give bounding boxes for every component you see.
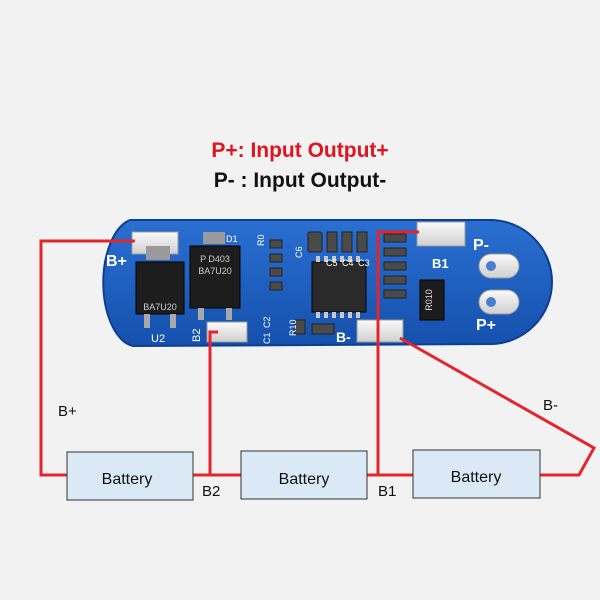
mosfet-right-label: BA7U20 <box>198 266 232 276</box>
shunt-resistor: R010 <box>419 279 445 321</box>
shunt-resistor-label: R010 <box>424 289 434 311</box>
silk-r10: R10 <box>288 319 298 336</box>
wire-b-minus <box>399 336 597 477</box>
silk-b-minus: B- <box>336 329 351 345</box>
label-b2: B2 <box>202 483 220 500</box>
silk-c2: C2 <box>262 316 272 328</box>
label-b1: B1 <box>378 483 396 500</box>
silk-p-minus: P- <box>473 237 489 254</box>
b2-pad <box>206 321 248 343</box>
p-plus-hole-icon <box>486 297 496 307</box>
battery-2-label: Battery <box>279 471 330 488</box>
battery-3-label: Battery <box>451 469 502 486</box>
b1-pad <box>416 221 466 247</box>
battery-1-label: Battery <box>102 471 153 488</box>
silk-c6: C6 <box>294 246 304 258</box>
silk-p-plus: P+ <box>476 317 496 334</box>
smd-components <box>269 231 407 335</box>
silk-b-plus: B+ <box>106 253 127 270</box>
label-b-minus: B- <box>543 397 558 414</box>
label-b-plus: B+ <box>58 403 77 420</box>
p-plus-oval-pad <box>478 289 520 315</box>
mosfet-left: BA7U20 <box>135 246 185 328</box>
silk-b2: B2 <box>191 329 203 342</box>
silk-c4: C4 <box>342 258 354 268</box>
p-minus-hole-icon <box>486 261 496 271</box>
wire-b2 <box>192 330 241 477</box>
silk-c1: C1 <box>262 332 272 344</box>
wire-b1 <box>364 230 419 477</box>
mosfet-right: P D403 BA7U20 <box>189 232 241 320</box>
mosfet-left-label: BA7U20 <box>143 302 177 312</box>
battery-2: Battery <box>240 450 368 500</box>
protection-ic <box>311 256 367 318</box>
silk-c5: C5 <box>326 258 338 268</box>
mosfet-right-code: P D403 <box>200 254 230 264</box>
wiring <box>39 230 597 477</box>
silk-d1: D1 <box>226 234 238 244</box>
battery-1: Battery <box>66 451 194 501</box>
silk-u2: U2 <box>151 333 165 345</box>
battery-3: Battery <box>412 449 541 499</box>
wire-b-plus <box>39 239 135 477</box>
silk-r0: R0 <box>256 234 266 246</box>
caption-p-plus: P+: Input Output+ <box>211 139 389 162</box>
caption-p-minus: P- : Input Output- <box>213 169 387 192</box>
bms-board: BA7U20 P D403 BA7U20 <box>102 219 553 348</box>
b-minus-pad <box>356 319 404 343</box>
silk-c3: C3 <box>358 258 370 268</box>
silk-b1: B1 <box>432 256 449 271</box>
p-minus-oval-pad <box>478 253 520 279</box>
